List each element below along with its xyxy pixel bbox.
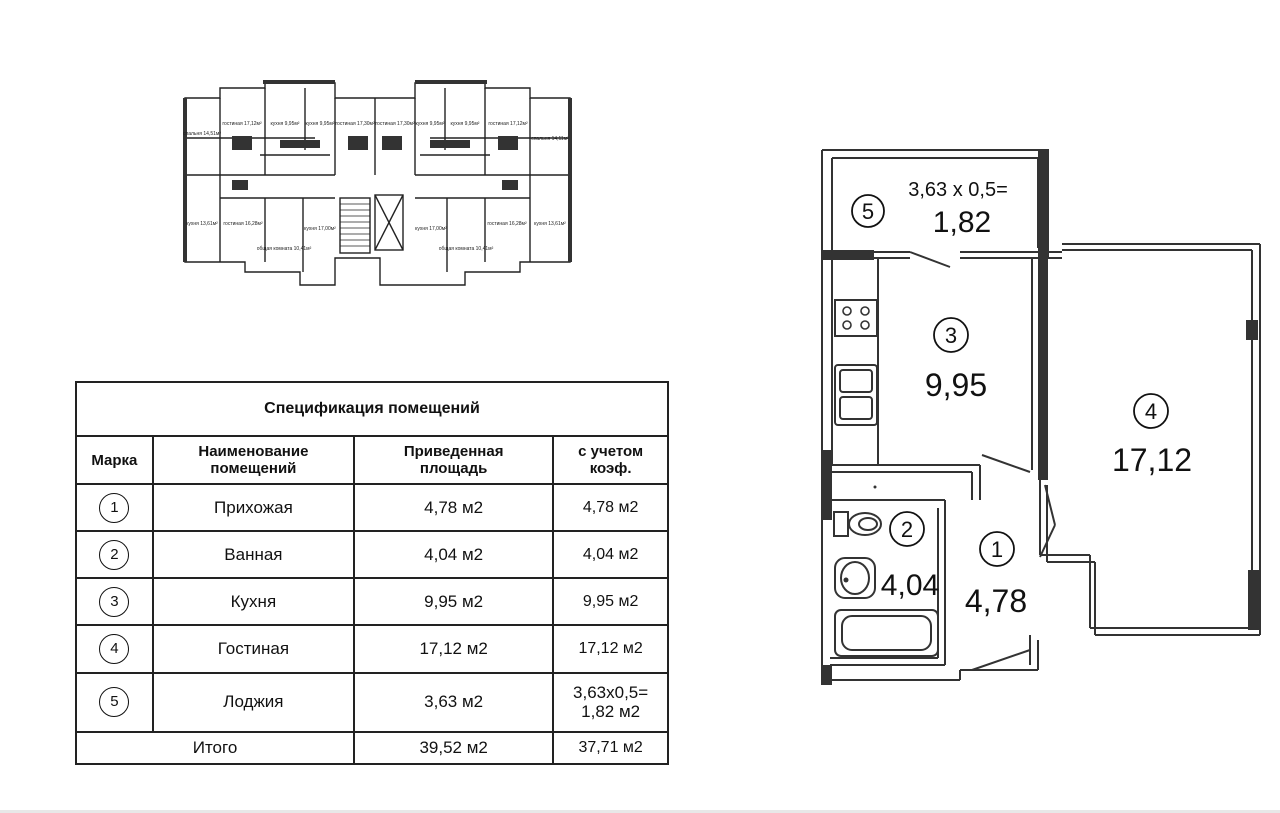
floor-label: кухня 13,61м² bbox=[534, 221, 566, 227]
floor-label: спальня 14,51м² bbox=[183, 131, 221, 137]
room3-area: 9,95 bbox=[925, 367, 987, 403]
room-name: Гостиная bbox=[151, 624, 356, 674]
floor-label: кухня 9,95м² bbox=[451, 121, 480, 127]
floor-plan-overview: спальня 14,51м² гостиная 17,12м² кухня 9… bbox=[183, 80, 572, 286]
room-area: 17,12 м2 bbox=[353, 624, 555, 674]
mark-circle: 5 bbox=[99, 687, 130, 718]
room-coef: 4,04 м2 bbox=[552, 530, 669, 580]
header-mark: Марка bbox=[75, 435, 154, 485]
room1-area: 4,78 bbox=[965, 583, 1027, 619]
room-coef: 17,12 м2 bbox=[552, 624, 669, 674]
room-coef: 3,63х0,5=1,82 м2 bbox=[552, 671, 669, 733]
room-name: Прихожая bbox=[151, 482, 356, 533]
room-coef: 9,95 м2 bbox=[552, 577, 669, 627]
room5-mark: 5 bbox=[862, 199, 874, 224]
room3-mark: 3 bbox=[945, 323, 957, 348]
room2-area: 4,04 bbox=[881, 569, 939, 602]
room1-mark: 1 bbox=[991, 537, 1003, 562]
spec-title: Спецификация помещений bbox=[75, 381, 669, 437]
room-area: 3,63 м2 bbox=[353, 671, 555, 733]
room5-area: 1,82 bbox=[933, 206, 991, 239]
table-row: 2 Ванная 4,04 м2 4,04 м2 bbox=[75, 530, 669, 580]
floor-label: гостиная 16,28м² bbox=[487, 221, 527, 227]
total-label: Итого bbox=[74, 730, 356, 766]
page-edge bbox=[0, 810, 1280, 813]
floor-label: кухня 17,00м² bbox=[415, 226, 447, 232]
total-row: Итого 39,52 м2 37,71 м2 bbox=[74, 730, 669, 766]
floor-label: гостиная 17,30м² bbox=[335, 121, 375, 127]
mark-circle: 1 bbox=[99, 492, 130, 523]
floor-label: кухня 13,61м² bbox=[186, 221, 218, 227]
mark-circle: 3 bbox=[99, 586, 130, 617]
floor-label: гостиная 17,30м² bbox=[375, 121, 415, 127]
floor-label: кухня 9,95м² bbox=[271, 121, 300, 127]
floor-label: спальня 14,11м² bbox=[531, 136, 569, 142]
room-area: 9,95 м2 bbox=[353, 577, 555, 627]
floor-label: кухня 9,95м² bbox=[416, 121, 445, 127]
table-row: 1 Прихожая 4,78 м2 4,78 м2 bbox=[75, 482, 669, 533]
floor-label: гостиная 17,12м² bbox=[222, 121, 262, 127]
floor-label: кухня 17,00м² bbox=[304, 226, 336, 232]
room5-formula: 3,63 х 0,5= bbox=[908, 179, 1008, 201]
floor-label: гостиная 16,28м² bbox=[223, 221, 263, 227]
room4-area: 17,12 bbox=[1112, 442, 1192, 478]
table-row: 4 Гостиная 17,12 м2 17,12 м2 bbox=[75, 624, 669, 674]
room-area: 4,78 м2 bbox=[353, 482, 555, 533]
table-row: 3 Кухня 9,95 м2 9,95 м2 bbox=[75, 577, 669, 627]
room4-mark: 4 bbox=[1145, 399, 1157, 424]
total-area: 39,52 м2 bbox=[353, 730, 555, 766]
mark-circle: 2 bbox=[99, 539, 130, 570]
room-area: 4,04 м2 bbox=[353, 530, 555, 580]
table-row: 5 Лоджия 3,63 м2 3,63х0,5=1,82 м2 bbox=[75, 671, 669, 733]
floor-label: общая комната 10,41м² bbox=[439, 246, 494, 252]
room2-mark: 2 bbox=[901, 517, 913, 542]
spec-table: Спецификация помещений Марка Наименовани… bbox=[74, 381, 669, 766]
mark-circle: 4 bbox=[99, 634, 130, 665]
floor-label: гостиная 17,12м² bbox=[488, 121, 528, 127]
room-name: Кухня bbox=[151, 577, 356, 627]
room-coef: 4,78 м2 bbox=[552, 482, 669, 533]
floor-label: общая комната 10,41м² bbox=[257, 246, 312, 252]
room-name: Ванная bbox=[151, 530, 356, 580]
floor-label: кухня 9,95м² bbox=[306, 121, 335, 127]
apartment-plan: 5 3,63 х 0,5= 1,82 3 9,95 4 17,12 2 4,04… bbox=[821, 149, 1261, 685]
total-coef: 37,71 м2 bbox=[552, 730, 669, 766]
room-name: Лоджия bbox=[151, 671, 356, 733]
